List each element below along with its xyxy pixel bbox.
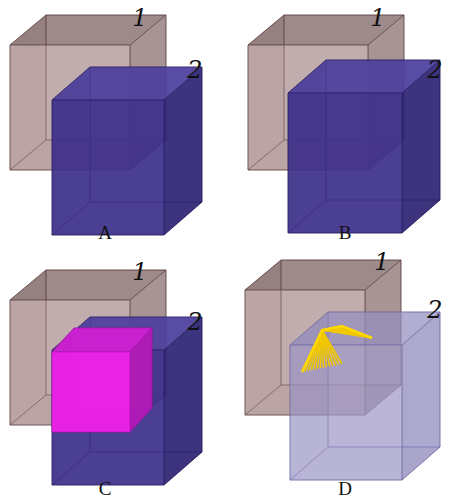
contact-fan (302, 326, 372, 372)
panel-letter: A (98, 223, 112, 242)
cube (52, 67, 202, 235)
cube (288, 60, 440, 233)
cube-face (164, 67, 202, 235)
cube (290, 312, 440, 480)
callout-number: 2 (427, 58, 442, 82)
cube-face (402, 312, 440, 480)
cube (52, 317, 202, 485)
intersection-cube (52, 328, 152, 432)
panel-letter: D (338, 479, 352, 498)
cube-face (288, 93, 402, 233)
callout-number: 1 (374, 250, 389, 274)
panel-letter: B (339, 223, 352, 242)
cube-face (402, 60, 440, 233)
cube-face (130, 328, 152, 432)
fan-line (322, 330, 342, 364)
callout-number: 1 (132, 260, 147, 284)
cube-face (164, 317, 202, 485)
panel-letter: C (99, 479, 112, 498)
fan-edge (302, 326, 372, 372)
callout-number: 2 (187, 58, 202, 82)
callout-number: 1 (132, 6, 147, 30)
cube-face (52, 100, 164, 235)
cube-face (52, 352, 130, 432)
callout-number: 2 (187, 310, 202, 334)
cubes (10, 15, 440, 485)
callout-number: 2 (427, 298, 442, 322)
callout-number: 1 (370, 6, 385, 30)
